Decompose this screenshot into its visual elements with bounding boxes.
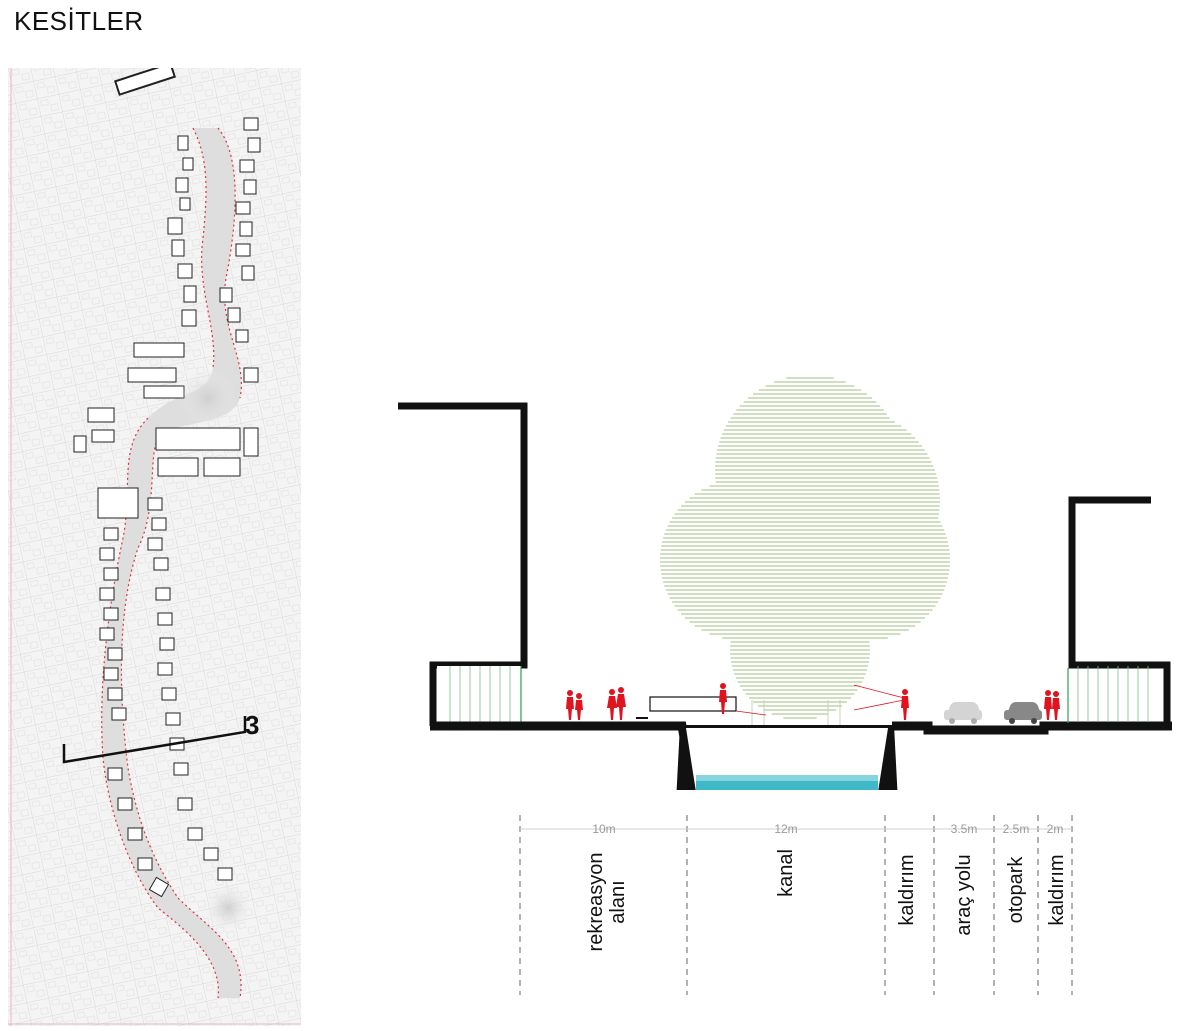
zone-width-kaldirim-right: 2m — [1046, 822, 1064, 836]
person-figure — [607, 689, 617, 720]
left-building — [398, 402, 528, 726]
person-figure — [616, 687, 626, 720]
zone-label-kaldirim-left: kaldırım — [896, 854, 918, 926]
person-figure — [1044, 690, 1052, 720]
car-icon — [1004, 702, 1042, 724]
zone-label-kanal: kanal — [775, 849, 797, 897]
person-figure — [575, 693, 583, 720]
tree-foliage — [660, 377, 950, 780]
page-title: KESİTLER — [14, 6, 144, 36]
zone-label-arac-yolu: araç yolu — [953, 854, 975, 936]
section-marker-label: 3 — [245, 710, 260, 740]
zone-width-kanal: 12m — [774, 822, 798, 836]
ground-right — [892, 721, 1172, 735]
zone-label-kaldirim-right: kaldırım — [1046, 854, 1068, 926]
zone-width-arac-yolu: 3.5m — [950, 822, 978, 836]
cross-section-drawing — [398, 377, 1172, 790]
site-plan-map — [8, 68, 301, 1026]
zone-width-rekreasyon: 10m — [592, 822, 616, 836]
left-storefront — [437, 666, 521, 722]
section-cut-line — [62, 716, 247, 764]
person-figure — [566, 690, 574, 720]
ground-left — [430, 721, 699, 790]
person-figure — [719, 683, 727, 714]
zone-label-rekreasyon: rekreasyon alanı — [585, 852, 629, 952]
right-building — [1068, 496, 1171, 726]
car-icon — [944, 702, 982, 724]
person-figure — [901, 689, 909, 720]
bench — [649, 696, 737, 712]
person-figure — [1052, 691, 1060, 720]
zone-width-otopark: 2.5m — [1002, 822, 1030, 836]
green-corridor — [101, 128, 242, 998]
zone-label-otopark: otopark — [1005, 856, 1027, 924]
people-silhouettes — [566, 683, 1060, 720]
